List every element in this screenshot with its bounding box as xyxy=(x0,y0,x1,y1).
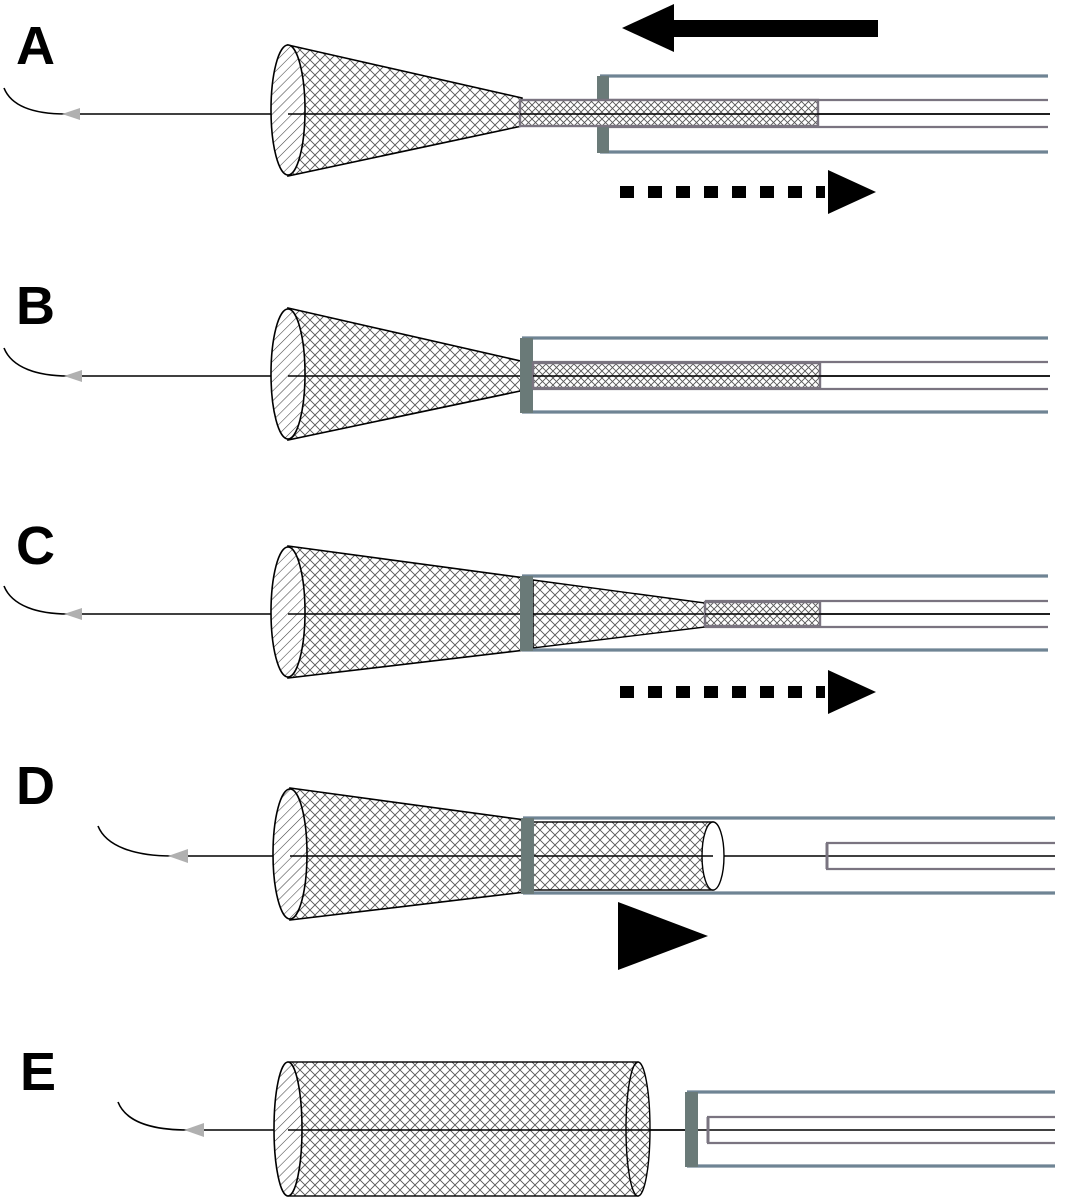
sheath-marker-band xyxy=(520,338,533,413)
guidewire-tip xyxy=(97,825,173,857)
guidewire-tip-marker xyxy=(64,370,82,382)
deployed-device-front-end xyxy=(273,1061,303,1197)
panel-label-e: E xyxy=(20,1042,56,1102)
panel-e: E xyxy=(20,1042,1055,1197)
guidewire-tip xyxy=(117,1101,189,1131)
guidewire-tip-marker xyxy=(168,849,188,863)
filter-rim xyxy=(272,788,308,920)
sheath-marker-band xyxy=(520,576,533,651)
guidewire-tip-marker xyxy=(62,108,80,120)
panel-label-b: B xyxy=(16,276,55,336)
panel-label-d: D xyxy=(16,756,55,816)
panel-c: C xyxy=(3,516,1050,714)
panel-b: B xyxy=(3,276,1050,441)
panel-label-c: C xyxy=(16,516,55,576)
guidewire-tip-marker xyxy=(64,608,82,620)
sheath-marker-band xyxy=(521,818,534,894)
panel-d: D xyxy=(16,756,1055,970)
triangle-right-icon xyxy=(618,902,708,970)
panel-label-a: A xyxy=(16,16,55,76)
compressed-device xyxy=(518,98,820,128)
filter-rim xyxy=(270,308,306,440)
deployed-device xyxy=(287,1061,639,1197)
sheath-marker-band xyxy=(685,1092,698,1167)
filter-cone xyxy=(287,306,526,441)
arrow-right-dashed-icon xyxy=(620,170,876,214)
arrow-left-solid-icon xyxy=(622,4,878,52)
guidewire-tip-marker xyxy=(184,1123,204,1137)
filter-cone xyxy=(287,545,526,679)
panel-a: A xyxy=(3,4,1050,214)
filter-rim xyxy=(270,546,306,678)
arrow-right-dashed-icon xyxy=(620,670,876,714)
filter-rim xyxy=(270,44,306,176)
guidewire-tip xyxy=(3,87,67,115)
guidewire-tip xyxy=(3,347,69,377)
guidewire-tip xyxy=(3,585,69,615)
deployed-device-back-end xyxy=(625,1061,651,1197)
filter-cone xyxy=(289,787,526,921)
filter-cone xyxy=(287,43,523,177)
